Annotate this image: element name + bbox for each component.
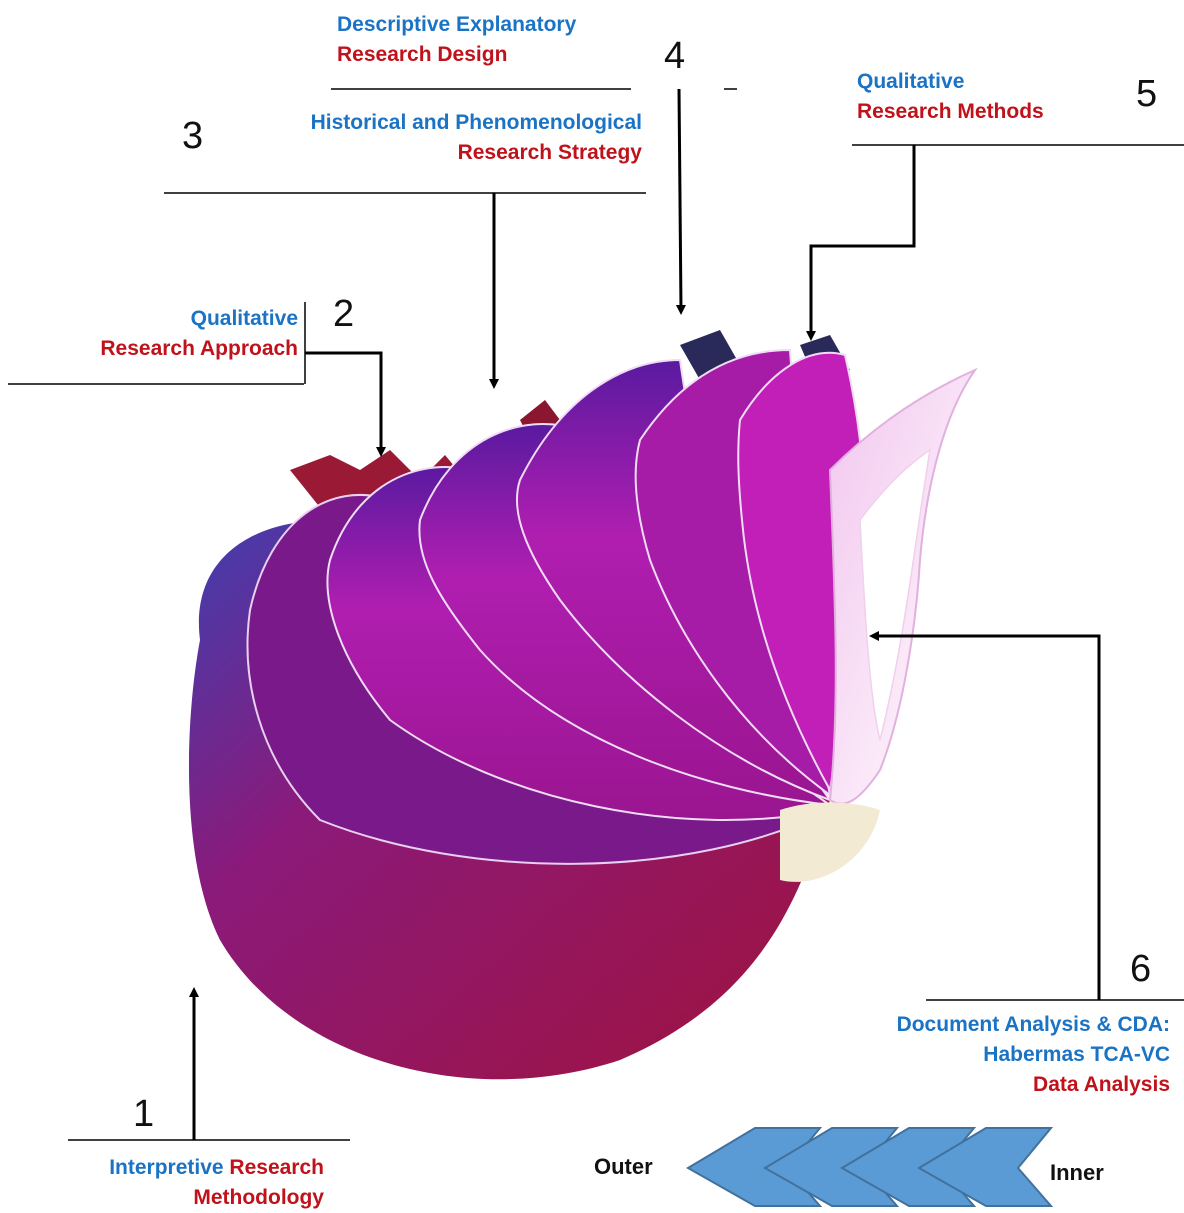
layer-6-subtitle: Data Analysis — [830, 1070, 1170, 1100]
layer-5-subtitle: Research Methods — [857, 97, 1044, 127]
layer-3-subtitle: Research Strategy — [250, 138, 642, 168]
inner-label: Inner — [1050, 1160, 1104, 1186]
layer-6-title: Document Analysis & CDA: — [830, 1010, 1170, 1040]
layer-4-label: Descriptive Explanatory Research Design — [337, 10, 576, 70]
layer-2-subtitle: Research Approach — [40, 334, 298, 364]
layer-4-subtitle: Research Design — [337, 40, 576, 70]
layer-6-method: Habermas TCA-VC — [830, 1040, 1170, 1070]
layer-2-label: Qualitative Research Approach — [40, 304, 298, 364]
layer-2-title: Qualitative — [40, 304, 298, 334]
layer-3-title: Historical and Phenomenological — [250, 108, 642, 138]
layer-1-title-rest: Research — [224, 1156, 324, 1179]
layer-2-number: 2 — [333, 294, 354, 334]
layer-1-number: 1 — [133, 1094, 154, 1134]
layer-3-number: 3 — [182, 116, 203, 156]
layer-6-label: Document Analysis & CDA: Habermas TCA-VC… — [830, 1010, 1170, 1100]
outer-label: Outer — [594, 1154, 653, 1180]
direction-chevrons — [688, 1128, 1051, 1206]
layer-5-title: Qualitative — [857, 67, 1044, 97]
layer-5-number: 5 — [1136, 74, 1157, 114]
layer-1-title: Interpretive — [109, 1156, 223, 1179]
layer-3-label: Historical and Phenomenological Research… — [250, 108, 642, 168]
layer-4-title: Descriptive Explanatory — [337, 10, 576, 40]
layer-6-number: 6 — [1130, 949, 1151, 989]
onion-image — [189, 330, 975, 1079]
layer-4-number: 4 — [664, 36, 685, 76]
layer-1-label: Interpretive Research Methodology — [60, 1153, 324, 1213]
layer-5-label: Qualitative Research Methods — [857, 67, 1044, 127]
